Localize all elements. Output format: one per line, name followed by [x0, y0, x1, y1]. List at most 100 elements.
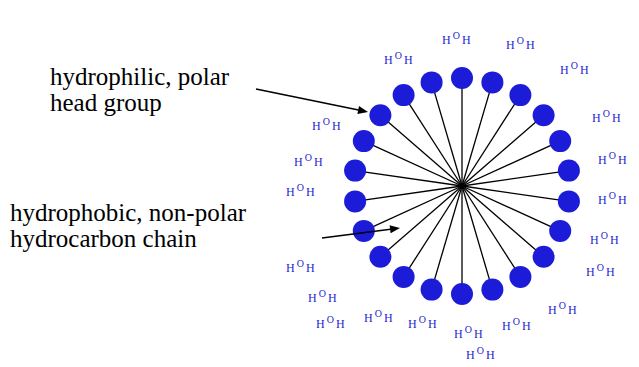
head-group: [558, 190, 580, 212]
water-atom: H: [560, 63, 569, 77]
water-molecule: HOH: [560, 63, 589, 78]
water-atom: H: [610, 233, 619, 247]
water-atom: O: [465, 323, 472, 337]
hydrocarbon-chains: [355, 78, 569, 294]
water-atom: H: [328, 291, 337, 305]
leader-line: [322, 229, 391, 238]
water-molecule: HOH: [286, 185, 315, 200]
water-atom: H: [404, 53, 413, 67]
water-atom: H: [454, 327, 463, 341]
water-atom: H: [612, 111, 621, 125]
water-atom: H: [428, 317, 437, 331]
annotation-label: hydrophobic, non-polar hydrocarbon chain: [10, 200, 270, 252]
water-atom: O: [297, 257, 304, 271]
hydrocarbon-chain: [462, 186, 520, 277]
water-atom: H: [590, 233, 599, 247]
water-atom: O: [477, 344, 484, 358]
water-atom: O: [319, 287, 326, 301]
water-molecule: HOH: [598, 193, 627, 208]
water-atom: H: [522, 319, 531, 333]
water-molecule: HOH: [316, 317, 345, 332]
head-group: [353, 220, 375, 242]
hydrocarbon-chain: [380, 115, 462, 186]
head-group: [421, 279, 443, 301]
annotation-label: hydrophilic, polar head group: [50, 64, 249, 116]
water-atom: H: [474, 327, 483, 341]
water-atom: H: [568, 303, 577, 317]
hydrocarbon-chain: [461, 78, 462, 186]
water-atom: H: [286, 261, 295, 275]
water-molecule: HOH: [294, 155, 323, 170]
water-molecule: HOH: [466, 348, 495, 363]
water-atom: H: [308, 291, 317, 305]
leader-line: [256, 89, 359, 110]
hydrocarbon-chain: [462, 82, 492, 186]
water-molecule: HOH: [442, 33, 471, 48]
hydrocarbon-chain: [432, 82, 462, 186]
hydrocarbon-chain: [404, 95, 462, 186]
water-atom: H: [486, 348, 495, 362]
water-atom: O: [571, 59, 578, 73]
water-molecule: HOH: [590, 233, 619, 248]
water-atom: H: [384, 53, 393, 67]
water-atom: H: [442, 33, 451, 47]
water-atom: O: [513, 315, 520, 329]
head-group: [393, 84, 415, 106]
water-atom: O: [559, 299, 566, 313]
head-group: [369, 104, 391, 126]
water-atom: O: [603, 107, 610, 121]
head-group: [344, 190, 366, 212]
water-atom: H: [316, 317, 325, 331]
water-atom: O: [453, 29, 460, 43]
head-group: [549, 130, 571, 152]
head-group: [533, 246, 555, 268]
water-atom: O: [597, 261, 604, 275]
water-atom: H: [314, 155, 323, 169]
water-molecule: HOH: [384, 53, 413, 68]
water-atom: H: [306, 261, 315, 275]
water-atom: H: [408, 317, 417, 331]
head-group: [421, 71, 443, 93]
water-molecule: HOH: [548, 303, 577, 318]
water-atom: O: [517, 34, 524, 48]
head-group: [558, 160, 580, 182]
water-atom: H: [548, 303, 557, 317]
leader-arrows: [256, 89, 400, 238]
water-atom: H: [364, 311, 373, 325]
water-atom: H: [606, 265, 615, 279]
water-atom: H: [526, 38, 535, 52]
water-atom: O: [323, 115, 330, 129]
water-atom: H: [294, 155, 303, 169]
water-molecule: HOH: [506, 38, 535, 53]
water-atom: O: [609, 189, 616, 203]
head-group: [481, 71, 503, 93]
head-group: [509, 84, 531, 106]
arrowhead: [357, 106, 368, 114]
water-atom: H: [332, 119, 341, 133]
water-atom: O: [327, 313, 334, 327]
water-atom: H: [586, 265, 595, 279]
head-group: [369, 246, 391, 268]
head-group: [533, 104, 555, 126]
water-molecule: HOH: [364, 311, 393, 326]
hydrocarbon-chain: [462, 171, 569, 186]
water-atom: H: [384, 311, 393, 325]
head-group: [393, 266, 415, 288]
water-atom: H: [580, 63, 589, 77]
arrowhead: [390, 225, 400, 233]
water-molecule: HOH: [502, 319, 531, 334]
water-molecule: HOH: [454, 327, 483, 342]
head-groups: [344, 67, 580, 305]
water-atom: O: [395, 49, 402, 63]
head-group: [344, 160, 366, 182]
water-molecule: HOH: [312, 119, 341, 134]
water-atom: O: [609, 149, 616, 163]
water-atom: H: [462, 33, 471, 47]
water-atom: H: [466, 348, 475, 362]
water-atom: H: [598, 193, 607, 207]
water-atom: H: [618, 193, 627, 207]
water-atom: H: [312, 119, 321, 133]
water-molecule: HOH: [408, 317, 437, 332]
head-group: [353, 130, 375, 152]
